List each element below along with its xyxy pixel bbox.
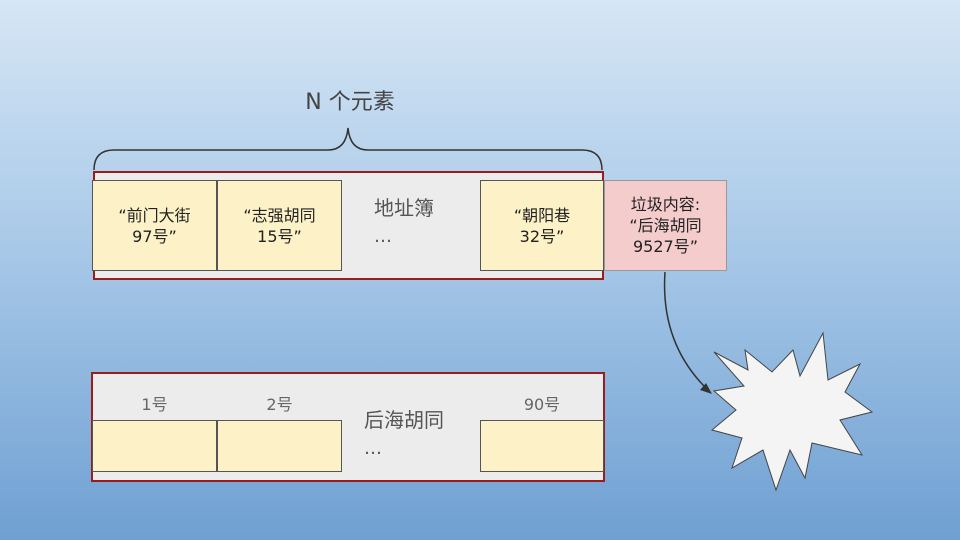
address-book-title: 地址簿 bbox=[374, 196, 434, 220]
brace-label: N 个元素 bbox=[305, 90, 395, 115]
garbage-cell: 垃圾内容: “后海胡同 9527号” bbox=[604, 180, 727, 271]
hutong-ellipsis: … bbox=[364, 438, 383, 459]
index-label-1: 1号 bbox=[141, 395, 168, 414]
index-label-2: 2号 bbox=[266, 395, 293, 414]
index-label-90: 90号 bbox=[523, 395, 561, 414]
arrow-head bbox=[700, 383, 712, 394]
address-book-ellipsis: … bbox=[374, 226, 393, 247]
address-cell-2: “志强胡同 15号” bbox=[217, 180, 342, 271]
explosion-burst bbox=[710, 331, 874, 492]
hutong-cell-2 bbox=[217, 420, 342, 472]
hutong-cell-90 bbox=[480, 420, 604, 472]
hutong-cell-1 bbox=[92, 420, 217, 472]
hutong-title: 后海胡同 bbox=[364, 408, 444, 432]
curly-brace bbox=[93, 127, 603, 171]
pointer-arrow bbox=[663, 271, 711, 393]
address-cell-1: “前门大街 97号” bbox=[92, 180, 217, 271]
address-cell-n: “朝阳巷 32号” bbox=[480, 180, 604, 271]
